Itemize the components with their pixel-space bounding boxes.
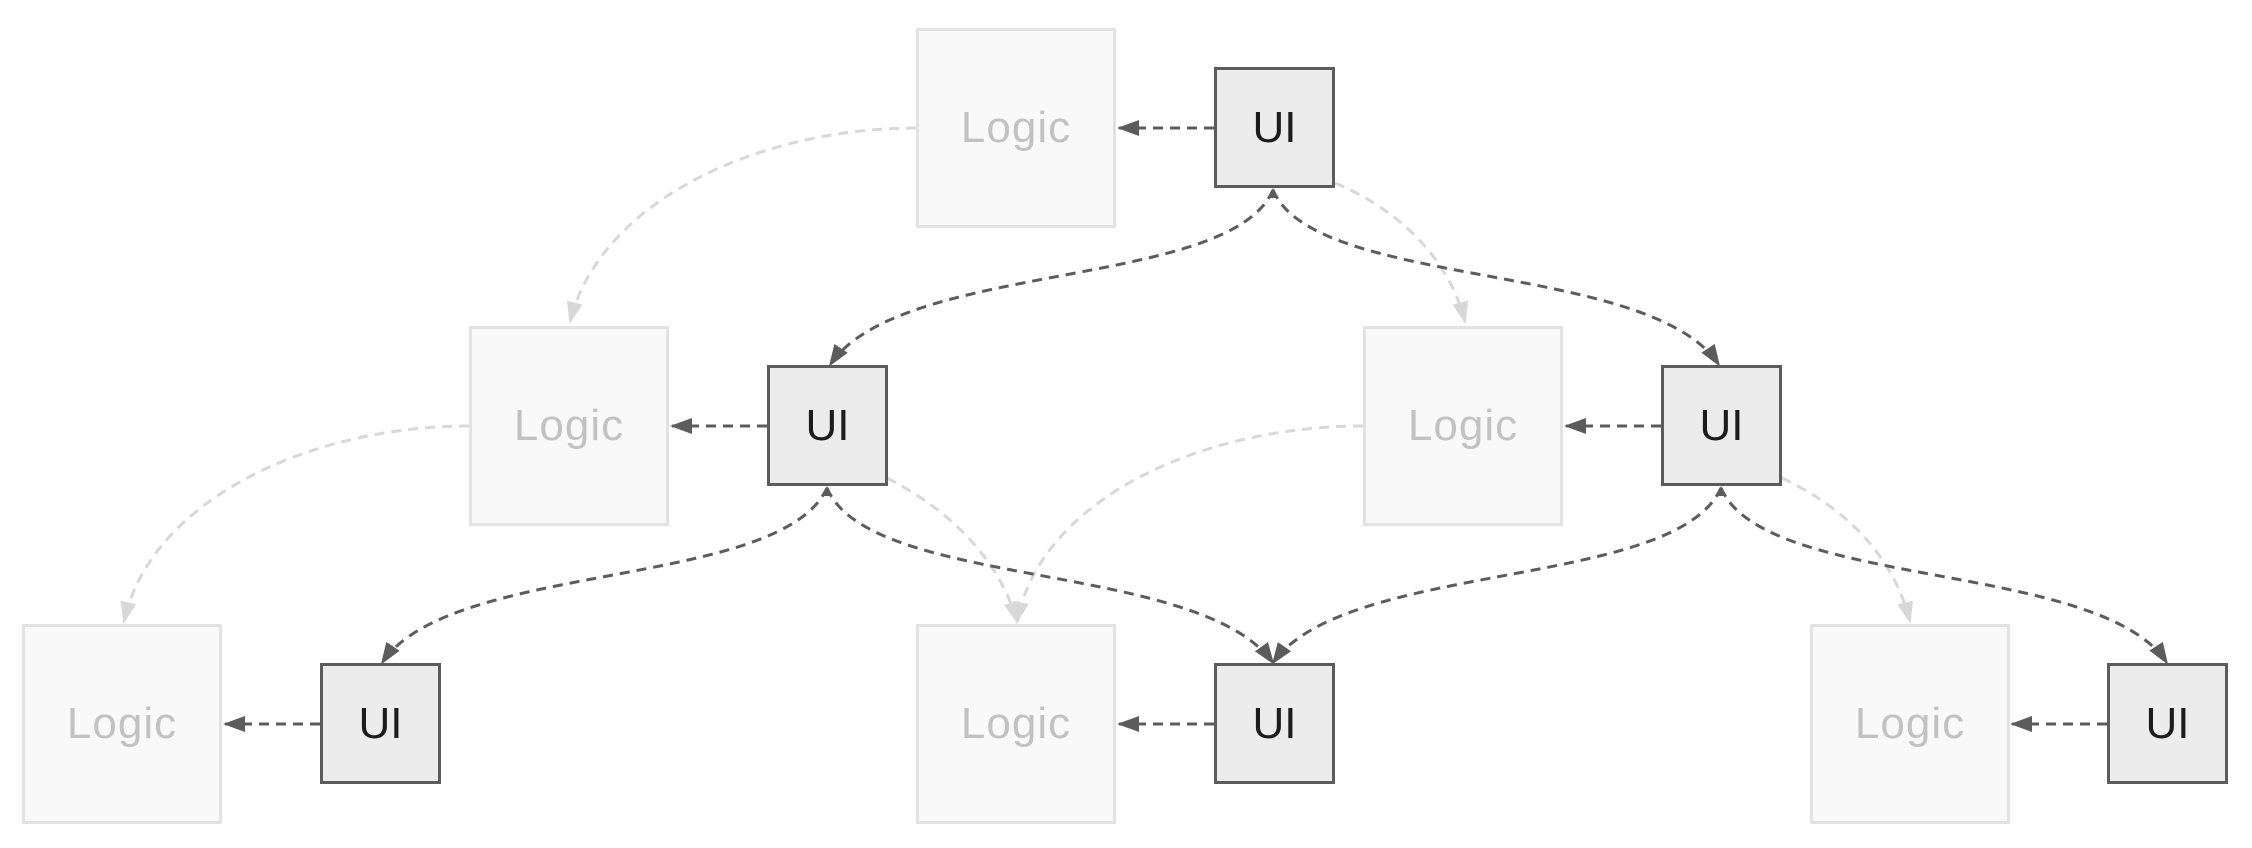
ui-node-mid-right: UI bbox=[1661, 365, 1782, 486]
ui-node-label: UI bbox=[1252, 102, 1297, 152]
ui-node-label: UI bbox=[2145, 698, 2190, 748]
edge-ui-mid-left-to-ui-bottom-2 bbox=[825, 487, 1275, 665]
ui-node-label: UI bbox=[1252, 698, 1297, 748]
logic-node-label: Logic bbox=[66, 699, 178, 748]
logic-node-label: Logic bbox=[513, 401, 625, 450]
edge-ui-mid-right-to-ui-bottom-2 bbox=[1271, 487, 1723, 665]
ui-node-label: UI bbox=[1699, 400, 1744, 450]
edge-ui-top-to-logic-mid-right bbox=[1334, 181, 1469, 324]
logic-node-bottom-3: Logic bbox=[1810, 624, 2010, 824]
ui-node-top: UI bbox=[1214, 67, 1335, 188]
logic-node-bottom-1: Logic bbox=[22, 624, 222, 824]
edge-logic-mid-right-to-logic-bottom-2 bbox=[1012, 424, 1364, 624]
ui-node-bottom-3: UI bbox=[2107, 663, 2228, 784]
edge-logic-mid-left-to-logic-bottom-1 bbox=[120, 424, 470, 624]
edge-mark-ui-mid-right bbox=[1716, 486, 1726, 496]
edge-mark-ui-top bbox=[1268, 188, 1278, 198]
ui-node-bottom-1: UI bbox=[320, 663, 441, 784]
ui-node-bottom-2: UI bbox=[1214, 663, 1335, 784]
edge-ui-mid-left-to-logic-bottom-2 bbox=[886, 476, 1020, 624]
edge-ui-mid-right-to-logic-bottom-3 bbox=[1781, 476, 1914, 624]
edge-ui-top-to-ui-mid-right bbox=[1271, 189, 1721, 367]
logic-node-label: Logic bbox=[960, 103, 1072, 152]
logic-node-mid-right: Logic bbox=[1363, 326, 1563, 526]
logic-node-label: Logic bbox=[1407, 401, 1519, 450]
edge-logic-top-to-logic-mid-left bbox=[567, 126, 917, 324]
ui-node-label: UI bbox=[805, 400, 850, 450]
logic-node-label: Logic bbox=[1854, 699, 1966, 748]
logic-node-bottom-2: Logic bbox=[916, 624, 1116, 824]
edge-ui-mid-left-to-ui-bottom-1 bbox=[380, 487, 829, 665]
logic-node-top: Logic bbox=[916, 28, 1116, 228]
logic-node-mid-left: Logic bbox=[469, 326, 669, 526]
edge-ui-top-to-ui-mid-left bbox=[828, 189, 1275, 367]
logic-node-label: Logic bbox=[960, 699, 1072, 748]
edge-ui-mid-right-to-ui-bottom-3 bbox=[1719, 487, 2169, 665]
edge-mark-ui-mid-left bbox=[822, 486, 832, 496]
ui-node-label: UI bbox=[358, 698, 403, 748]
ui-node-mid-left: UI bbox=[767, 365, 888, 486]
